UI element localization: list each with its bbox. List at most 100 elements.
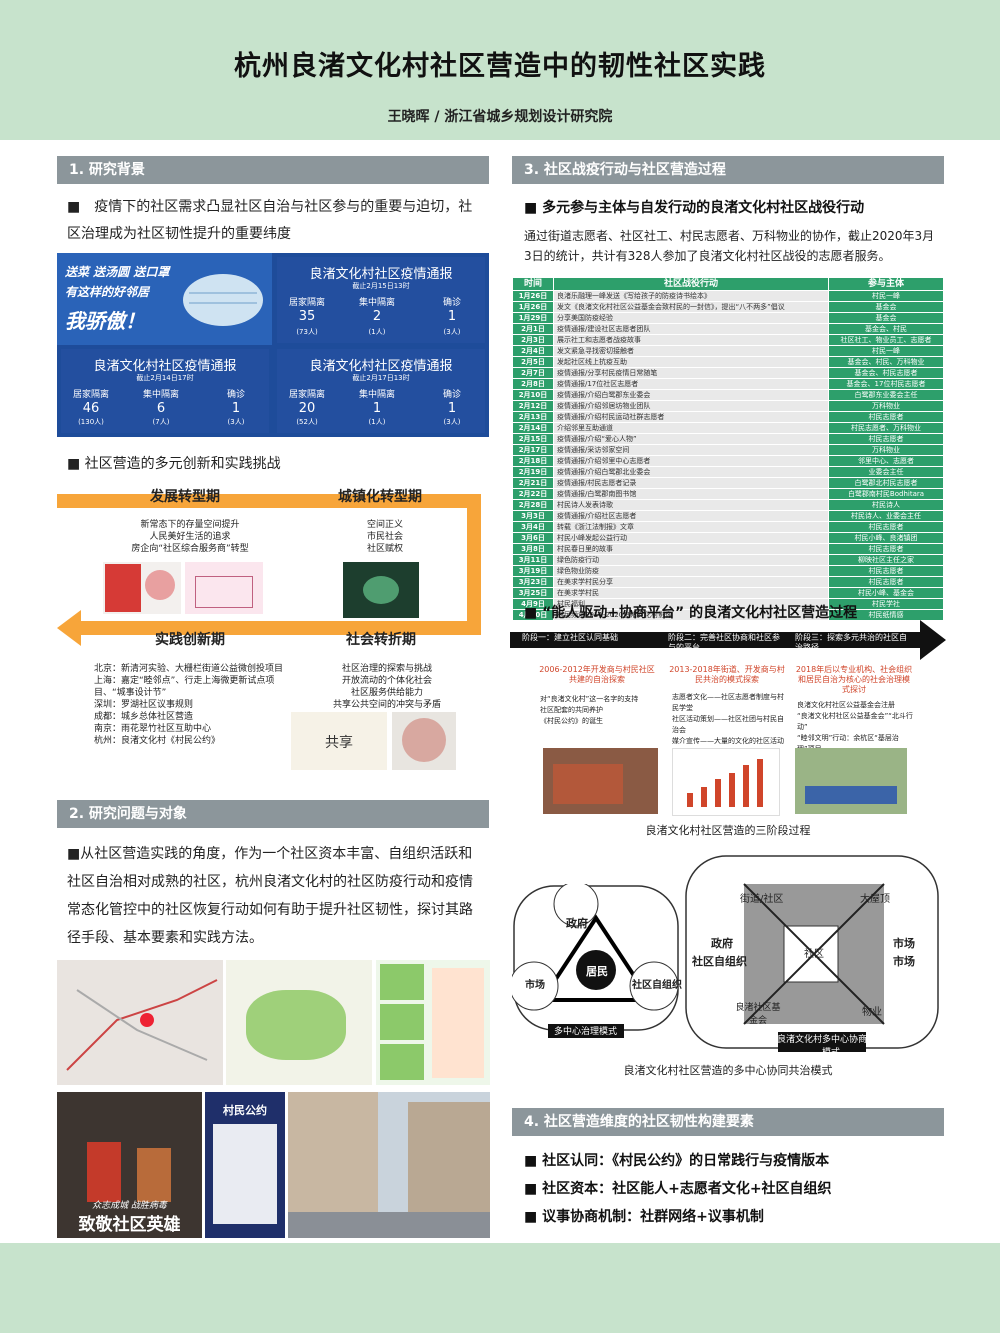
- table-row: 2月17日疫情通报/采访邻家空间万科物业: [512, 444, 944, 456]
- table-row: 2月22日疫情通报/白鹭郡南图书馆白鹭郡南村民Bodhitara: [512, 488, 944, 500]
- report-value: 1: [447, 401, 457, 416]
- table-cell: 4月10日: [512, 609, 554, 621]
- hero-line-1: 众志成城 战胜病毒: [92, 1201, 167, 1211]
- section-heading-2: 2. 研究问题与对象: [57, 800, 489, 828]
- table-cell: 疫情通报/介绍“爱心人物”: [553, 433, 829, 445]
- stage-item: 社区活动策划——社区社团与村民自治会: [672, 715, 784, 734]
- table-cell: 疫情通报/介绍邻居坊物业团队: [553, 400, 829, 412]
- report-cat: 居家隔离: [288, 298, 325, 308]
- phase2-line: 市民社会: [366, 532, 403, 542]
- stage-item: 良渚文化村社区公益基金会注册: [797, 701, 895, 709]
- table-cell: 白鹭郡南村民Bodhitara: [828, 488, 944, 500]
- phase1-text: 新常态下的存量空间提升 人民美好生活的追求 房企向“社区综合服务商”转型: [110, 519, 270, 555]
- banner-slogan-2: 有这样的好邻居: [65, 285, 150, 299]
- table-row: 2月10日疫情通报/介绍白鹭郡东业委会白鹭郡东业委会主任: [512, 389, 944, 401]
- table-row: 2月12日疫情通报/介绍邻居坊物业团队万科物业: [512, 400, 944, 412]
- table-row: 4月10日村民频道2011-2020良渚文化村影像村民纸情感: [512, 609, 944, 621]
- section3-sub1: ■ 多元参与主体与自发行动的良渚文化村社区战役行动: [524, 200, 865, 216]
- table-cell: 1月26日: [512, 301, 554, 313]
- table-row: 3月8日村民春日里的故事村民志愿者: [512, 543, 944, 555]
- table-cell: 邻里中心、志愿者: [828, 455, 944, 467]
- table-cell: 2月10日: [512, 389, 554, 401]
- table-cell: 绿色防疫行动: [553, 554, 829, 566]
- stage-item: 志愿者文化——社区志愿者制度与村民学堂: [672, 693, 784, 712]
- polycentric-grid: [685, 855, 939, 1052]
- stage-arrow: [510, 620, 946, 660]
- table-cell: 村民志愿者、万科物业: [828, 422, 944, 434]
- table-row: 2月14日介绍邻里互助通道村民志愿者、万科物业: [512, 422, 944, 434]
- grid-street: 街道/社区: [740, 894, 784, 905]
- grid-market: 市场: [893, 937, 915, 950]
- table-cell: 疫情通报/采访邻家空间: [553, 444, 829, 456]
- report-title: 良渚文化村社区疫情通报: [93, 359, 237, 374]
- phase4-line: 社区治理的探索与挑战: [341, 664, 432, 674]
- phase-label-4: 社会转折期: [346, 632, 416, 648]
- table-row: 1月29日分享美国防疫经验基金会: [512, 312, 944, 324]
- table-cell: 2月12日: [512, 400, 554, 412]
- grid-center: 社区: [804, 949, 824, 960]
- banner-slogan-3: 我骄傲！: [65, 309, 145, 333]
- table-header: 社区战役行动: [553, 277, 829, 291]
- report-sub: (73人): [296, 328, 318, 336]
- table-row: 2月18日疫情通报/介绍邻里中心志愿者邻里中心、志愿者: [512, 455, 944, 467]
- report-value: 1: [231, 401, 241, 416]
- table-cell: 村民纸情感: [828, 609, 944, 621]
- phase1-line: 房企向“社区综合服务商”转型: [131, 544, 249, 554]
- table-cell: 村民诗人、业委会主任: [828, 510, 944, 522]
- table-row: 2月4日发文紧急寻找密切接触者村民一峰: [512, 345, 944, 357]
- phase2-text: 空间正义 市民社会 社区赋权: [335, 519, 435, 555]
- table-cell: 3月4日: [512, 521, 554, 533]
- table-row: 3月6日村民小峰发起公益行动村民小峰、良渚镇团: [512, 532, 944, 544]
- stage-item: 《村民公约》的诞生: [540, 717, 603, 725]
- table-cell: 村民春日里的故事: [553, 543, 829, 555]
- table-cell: 发起社区线上抗疫互助: [553, 356, 829, 368]
- table-cell: 村民志愿者: [828, 521, 944, 533]
- table-cell: 3月6日: [512, 532, 554, 544]
- table-cell: 村民志愿者: [828, 411, 944, 423]
- footer-band: [0, 1243, 1000, 1333]
- table-cell: 2月7日: [512, 367, 554, 379]
- report-cat: 确诊: [442, 390, 461, 400]
- table-row: 3月4日转载《浙江法制报》文章村民志愿者: [512, 521, 944, 533]
- report-value: 1: [447, 309, 457, 324]
- stage-item: 社区配套的共同养护: [540, 706, 603, 714]
- redbook-image: [103, 562, 181, 614]
- report-cat: 居家隔离: [72, 390, 109, 400]
- table-cell: 绿色物业防疫: [553, 565, 829, 577]
- table-row: 2月7日疫情通报/分享村民疫情日常随笔基金会、村民志愿者: [512, 367, 944, 379]
- report-sub: (1人): [368, 328, 386, 336]
- stage-1-label: 阶段一：建立社区认同基础: [522, 633, 618, 642]
- report-date: 截止2月17日13时: [352, 374, 410, 382]
- polycentric-triangle: [512, 884, 679, 1038]
- table-cell: 发文紧急寻找密切接触者: [553, 345, 829, 357]
- table-row: 2月8日疫情通报/17位社区志愿者基金会、17位村民志愿者: [512, 378, 944, 390]
- phase3-line: 深圳：罗湖社区议事规则: [94, 700, 194, 710]
- village-map: [226, 960, 372, 1085]
- stage-3-label: 阶段三：探索多元共治的社区自治路径: [795, 633, 907, 652]
- stage-3-items: 良渚文化村社区公益基金会注册 “良渚文化村社区公益基金会”“北斗行动” “睦邻文…: [797, 700, 915, 755]
- phase4-line: 社区服务供给能力: [350, 688, 423, 698]
- table-cell: 村民志愿者: [828, 543, 944, 555]
- report-sub: (3人): [227, 418, 245, 426]
- stage-1-sub: 2006-2012年开发商与村民社区共建的自治探索: [539, 665, 655, 684]
- table-cell: 基金会: [828, 312, 944, 324]
- tri-selforg: 社区自组织: [632, 980, 682, 991]
- report-title: 良渚文化村社区疫情通报: [309, 359, 453, 374]
- table-cell: 基金会: [828, 301, 944, 313]
- table-row: 2月1日疫情通报/建设社区志愿者团队基金会、村民: [512, 323, 944, 335]
- table-cell: 展示社工和志愿者战疫故事: [553, 334, 829, 346]
- table-cell: 基金会、村民: [828, 323, 944, 335]
- table-cell: 3月19日: [512, 565, 554, 577]
- section1-subheading: ■ 社区营造的多元创新和实践挑战: [67, 456, 281, 472]
- pie-graphic: [392, 712, 456, 770]
- report-date: 截止2月14日17时: [136, 374, 194, 382]
- phase-label-3: 实践创新期: [155, 632, 225, 648]
- table-row: 3月23日在美求学村民分享村民志愿者: [512, 576, 944, 588]
- grid-fund: 良渚社区基金会: [735, 1003, 781, 1026]
- table-cell: 疫情通报/分享村民疫情日常随笔: [553, 367, 829, 379]
- stage-2-label: 阶段二：完善社区协商和社区参与的平台: [668, 633, 780, 652]
- table-cell: 良渚乐融理一峰发送《写给孩子的防疫诗书绘本》: [553, 290, 829, 302]
- stage-1-items: 对“良渚文化村”这一名字的支持 社区配套的共同养护 《村民公约》的诞生: [540, 694, 660, 727]
- report-value: 6: [156, 401, 166, 416]
- header-band: [0, 0, 1000, 140]
